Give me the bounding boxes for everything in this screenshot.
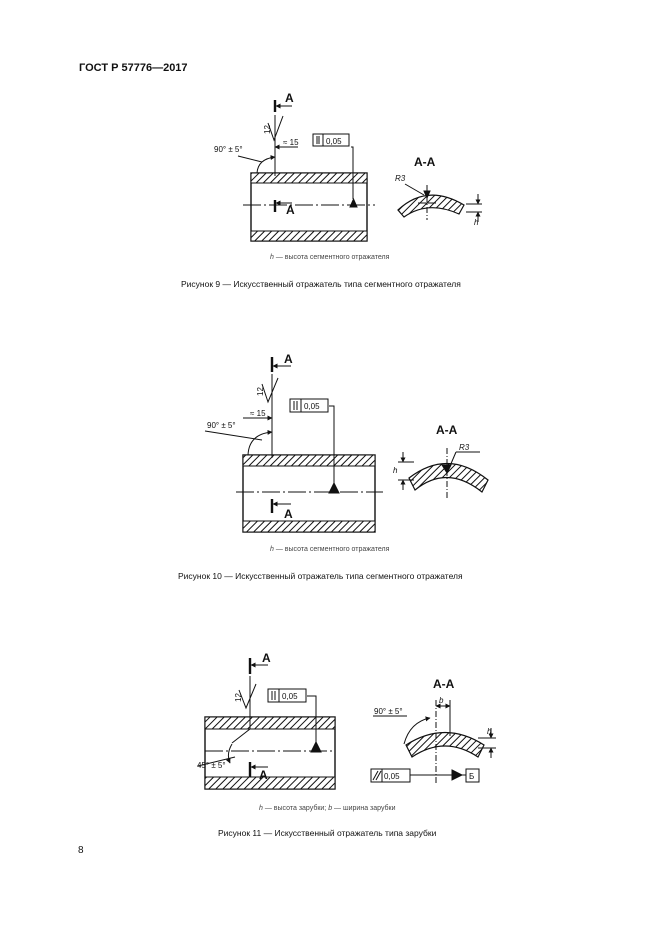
figure-11-drawing: 0,05 A A 12 45° ± 5° А-А b 90° ± 5° h 0 <box>197 651 496 790</box>
fig10-section-title: А-А <box>436 423 458 437</box>
fig11-legend-text-h: — высота зарубки; <box>262 805 329 812</box>
fig9-section-mark-top: A <box>285 91 294 105</box>
fig9-legend-symbol: h <box>270 254 274 261</box>
fig11-angle-45: 45° ± 5° <box>197 761 226 770</box>
figure-9-drawing: 0,05 A A 12 ≈ 15 90° ± 5° А-А R3 h <box>214 91 482 242</box>
fig9-legend: h — высота сегментного отражателя <box>270 254 389 261</box>
fig10-legend-text: — высота сегментного отражателя <box>273 546 390 553</box>
fig9-section-mark-bottom: A <box>286 203 295 217</box>
fig10-angle: 90° ± 5° <box>207 421 236 430</box>
fig10-height: h <box>393 466 398 475</box>
fig11-parallel-value: 0,05 <box>384 772 400 781</box>
figure-10-drawing: 0,05 A A 12 ≈ 15 90° ± 5° А-А R3 h <box>204 352 489 533</box>
fig9-section-title: А-А <box>414 155 436 169</box>
fig9-roughness: 12 <box>263 125 272 134</box>
page-number: 8 <box>78 845 84 856</box>
fig9-tolerance-value: 0,05 <box>326 137 342 146</box>
fig10-legend-symbol: h <box>270 546 274 553</box>
fig10-caption: Рисунок 10 — Искусственный отражатель ти… <box>178 571 463 581</box>
fig10-roughness: 12 <box>256 387 265 396</box>
fig11-height: h <box>487 727 492 736</box>
document-header: ГОСТ Р 57776—2017 <box>79 62 188 74</box>
fig9-height: h <box>474 218 479 227</box>
fig11-legend: h — высота зарубки; b — ширина зарубки <box>259 805 396 812</box>
fig11-datum: Б <box>469 772 474 781</box>
fig9-legend-text: — высота сегментного отражателя <box>273 254 390 261</box>
fig9-radius: R3 <box>395 174 406 183</box>
fig11-legend-text-b: — ширина зарубки <box>332 805 396 812</box>
fig11-legend-symbol-h: h <box>259 805 263 812</box>
fig10-radius: R3 <box>459 443 470 452</box>
fig11-tolerance-value: 0,05 <box>282 692 298 701</box>
fig11-section-title: А-А <box>433 677 455 691</box>
fig10-section-mark-bottom: A <box>284 507 293 521</box>
fig11-legend-symbol-b: b <box>328 805 333 812</box>
fig10-distance: ≈ 15 <box>250 409 266 418</box>
fig10-tolerance-value: 0,05 <box>304 402 320 411</box>
fig11-section-mark-top: A <box>262 651 271 665</box>
fig11-caption: Рисунок 11 — Искусственный отражатель ти… <box>218 828 437 838</box>
fig9-distance: ≈ 15 <box>283 138 299 147</box>
fig11-angle-90: 90° ± 5° <box>374 707 403 716</box>
fig11-width: b <box>439 696 444 705</box>
fig11-section-mark-bottom: A <box>259 768 268 782</box>
fig11-roughness: 12 <box>234 693 243 702</box>
fig10-section-mark-top: A <box>284 352 293 366</box>
fig9-caption: Рисунок 9 — Искусственный отражатель тип… <box>181 279 461 289</box>
fig9-angle: 90° ± 5° <box>214 145 243 154</box>
fig10-legend: h — высота сегментного отражателя <box>270 546 389 553</box>
